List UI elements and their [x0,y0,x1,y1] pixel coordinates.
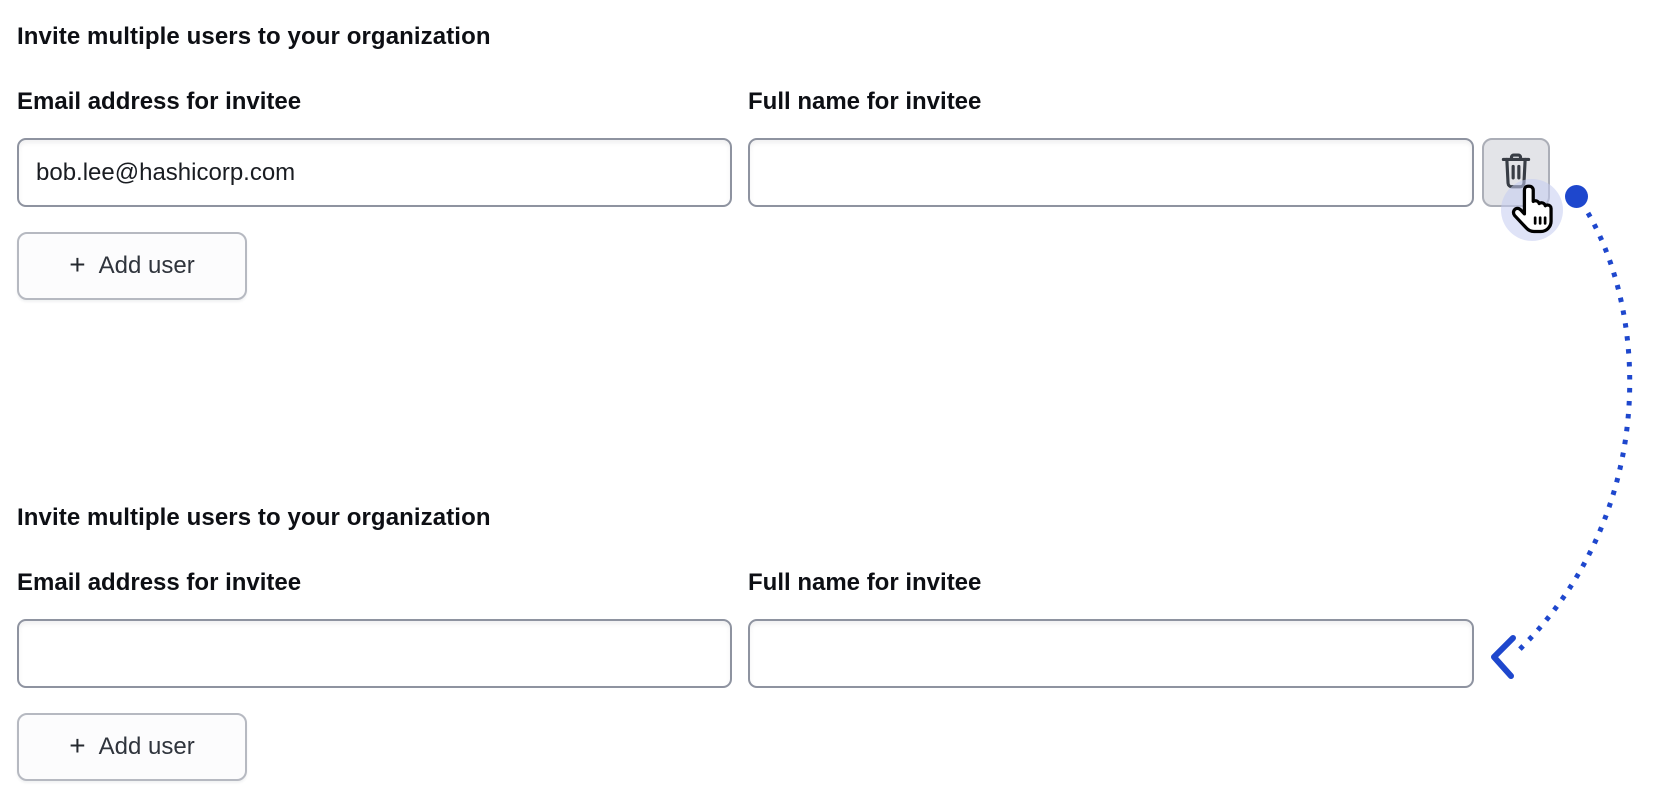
add-user-button[interactable]: + Add user [17,232,247,300]
trash-icon [1498,151,1534,194]
full-name-label: Full name for invitee [748,88,982,115]
delete-row-button[interactable] [1482,138,1550,207]
full-name-label: Full name for invitee [748,569,982,596]
email-label: Email address for invitee [17,88,302,115]
add-user-label: Add user [98,252,195,279]
form-heading: Invite multiple users to your organizati… [17,504,491,531]
form-heading: Invite multiple users to your organizati… [17,23,491,50]
add-user-button[interactable]: + Add user [17,713,247,781]
invite-form-section-2: Invite multiple users to your organizati… [17,505,1474,781]
full-name-field-group: Full name for invitee [748,89,1474,207]
click-indicator-dot [1565,185,1588,208]
invitee-row: Email address for invitee Full name for … [17,89,1550,207]
full-name-input[interactable] [748,619,1474,688]
invite-form-section-1: Invite multiple users to your organizati… [17,24,1550,300]
full-name-input[interactable] [748,138,1474,207]
invitee-row: Email address for invitee Full name for … [17,570,1474,688]
full-name-field-group: Full name for invitee [748,570,1474,688]
arrowhead-icon [1491,635,1516,679]
plus-icon: + [69,730,86,761]
email-label: Email address for invitee [17,569,302,596]
email-field-group: Email address for invitee [17,89,732,207]
plus-icon: + [69,249,86,280]
email-input[interactable] [17,619,732,688]
email-field-group: Email address for invitee [17,570,732,688]
email-input[interactable] [17,138,732,207]
add-user-label: Add user [98,733,195,760]
